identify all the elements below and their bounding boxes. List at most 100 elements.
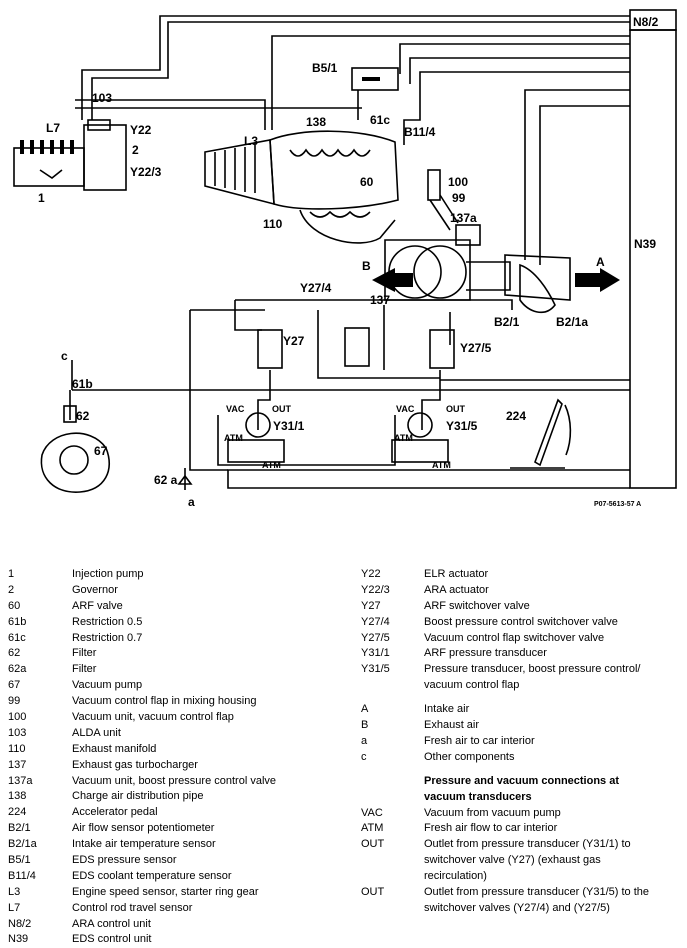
legend-description: Filter xyxy=(72,663,97,676)
legend-code: c xyxy=(361,750,367,763)
legend-code: N39 xyxy=(8,933,29,946)
legend-code: Y27/4 xyxy=(361,615,390,628)
legend-entry: Y27/4 Boost pressure control switchover v… xyxy=(361,615,681,631)
legend-code: 99 xyxy=(8,695,21,708)
legend-description: ARF pressure transducer xyxy=(424,647,547,660)
label-y31-5: Y31/5 xyxy=(446,419,478,433)
legend-description: Vacuum control flap switchover valve xyxy=(424,631,605,644)
legend-code: B2/1a xyxy=(8,838,37,851)
label-62a: 62 a xyxy=(154,473,178,487)
label-a-fresh: a xyxy=(188,495,195,509)
label-vac-left: VAC xyxy=(226,404,245,414)
exhaust-flow-arrow xyxy=(372,268,395,292)
legend-description: ARF switchover valve xyxy=(424,599,530,612)
legend-description: Intake air xyxy=(424,703,470,716)
y27-switchover-valve xyxy=(257,329,283,369)
label-110: 110 xyxy=(263,217,283,231)
legend-description: Fresh air flow to car interior xyxy=(424,822,558,835)
figure-ref-code: P07-5613-57 A xyxy=(594,501,641,508)
legend-code: Y22/3 xyxy=(361,583,390,596)
label-99: 99 xyxy=(452,191,466,205)
legend-entry: B2/1a Intake air temperature sensor xyxy=(8,837,348,853)
filter-62a xyxy=(177,474,193,485)
label-out-left: OUT xyxy=(272,404,292,414)
legend-description: Injection pump xyxy=(72,568,144,580)
injection-pump xyxy=(13,119,127,191)
legend-description: Vacuum from vacuum pump xyxy=(424,806,561,819)
label-103: 103 xyxy=(92,91,112,105)
legend-description: Outlet from pressure transducer (Y31/1) … xyxy=(424,838,631,883)
legend-code: 224 xyxy=(8,806,27,819)
legend-entry: 62a Filter xyxy=(8,662,348,678)
legend-code: B2/1 xyxy=(8,822,31,835)
legend-description: Boost pressure control switchover valve xyxy=(424,615,618,628)
y27-4-switchover-valve xyxy=(344,327,370,367)
legend-code: 62 xyxy=(8,647,21,660)
label-atm-left-2: ATM xyxy=(262,460,281,470)
legend-code: 61c xyxy=(8,631,26,644)
legend-description: Engine speed sensor, starter ring gear xyxy=(72,885,259,898)
accelerator-pedal xyxy=(510,398,572,469)
y31-1-pressure-transducer xyxy=(227,412,285,463)
legend-description: ARA control unit xyxy=(72,917,151,930)
legend-description: Charge air distribution pipe xyxy=(72,790,204,803)
legend-description: Vacuum unit, vacuum control flap xyxy=(72,711,234,724)
label-137a: 137a xyxy=(450,211,477,225)
vacuum-pump xyxy=(40,432,111,493)
label-61c: 61c xyxy=(370,113,390,127)
legend-code: OUT xyxy=(361,885,385,898)
legend-entry: Y27/5 Vacuum control flap switchover valv… xyxy=(361,631,681,647)
y27-5-switchover-valve xyxy=(429,329,455,369)
label-100: 100 xyxy=(448,175,468,189)
intake-flow-arrow xyxy=(600,268,620,292)
label-67: 67 xyxy=(94,444,108,458)
legend-code: Y31/1 xyxy=(361,647,390,660)
legend-code: 110 xyxy=(8,742,26,755)
legend-code: 62a xyxy=(8,663,27,676)
label-vac-right: VAC xyxy=(396,404,415,414)
label-224: 224 xyxy=(506,409,526,423)
legend-code: 1 xyxy=(8,568,15,580)
legend-description: Vacuum control flap in mixing housing xyxy=(72,695,257,708)
legend-description: Vacuum pump xyxy=(72,679,143,692)
label-atm-left-1: ATM xyxy=(224,433,243,443)
b5-1-pressure-sensor xyxy=(351,67,399,91)
legend-description: ELR actuator xyxy=(424,568,489,580)
legend-description: Exhaust air xyxy=(424,719,480,732)
label-137: 137 xyxy=(370,293,390,307)
label-c: c xyxy=(61,349,68,363)
y31-5-pressure-transducer xyxy=(391,412,449,463)
label-y31-1: Y31/1 xyxy=(273,419,305,433)
connections-heading: Pressure and vacuum connections at vacuu… xyxy=(424,774,620,803)
legend-code: Y27/5 xyxy=(361,631,390,644)
legend-description: Other components xyxy=(424,750,515,763)
legend-code: 61b xyxy=(8,615,27,628)
legend-description: Intake air temperature sensor xyxy=(72,838,216,851)
legend-description: EDS pressure sensor xyxy=(72,854,177,867)
legend-code: 137 xyxy=(8,758,27,771)
legend-description: Pressure transducer, boost pressure cont… xyxy=(424,663,641,692)
label-l7: L7 xyxy=(46,121,60,135)
legend-code: OUT xyxy=(361,838,385,851)
label-y22-3: Y22/3 xyxy=(130,165,162,179)
